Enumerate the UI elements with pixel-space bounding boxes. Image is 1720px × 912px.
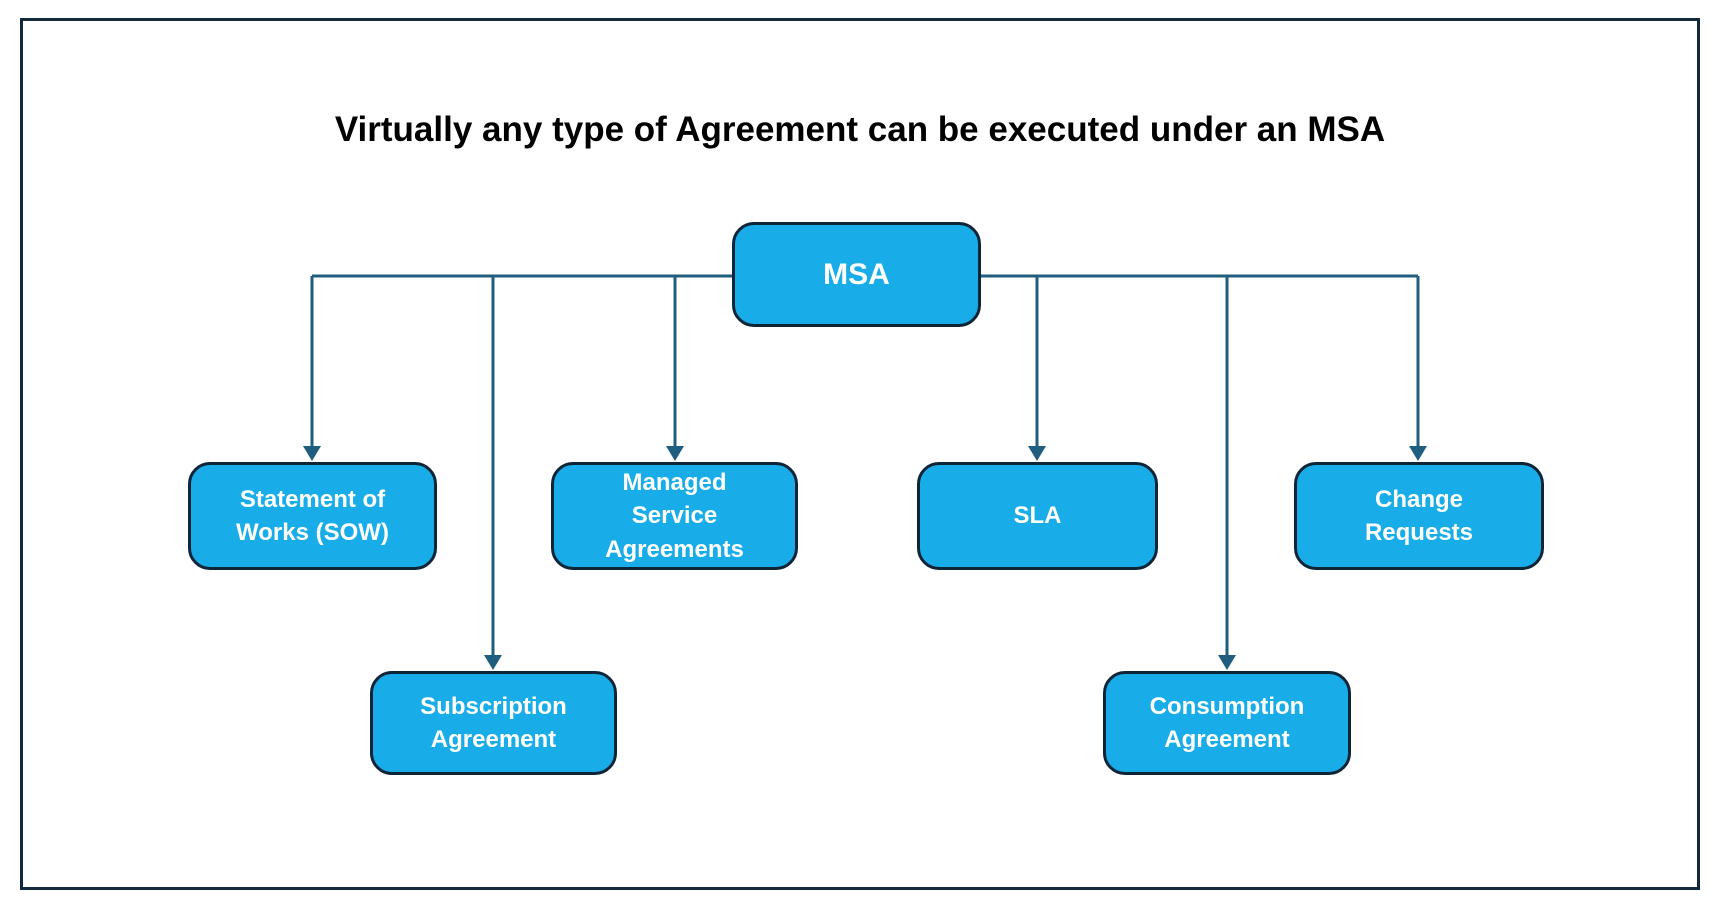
arrowhead-sow xyxy=(303,446,321,461)
node-sla-label: SLA xyxy=(1013,502,1062,530)
node-managed-service-agreements: Managed Service Agreements xyxy=(551,462,798,570)
node-statement-of-works: Statement of Works (SOW) xyxy=(188,462,437,570)
node-sla: SLA xyxy=(917,462,1158,570)
node-statement-of-works-label: Statement of Works (SOW) xyxy=(236,485,389,546)
node-msa-label: MSA xyxy=(823,257,890,291)
node-subscription-agreement-label: Subscription Agreement xyxy=(420,692,567,753)
diagram-title: Virtually any type of Agreement can be e… xyxy=(334,110,1386,149)
arrowhead-consumption xyxy=(1218,655,1236,670)
arrowhead-managed xyxy=(666,446,684,461)
node-managed-service-agreements-label: Managed Service Agreements xyxy=(605,469,744,563)
node-msa: MSA xyxy=(732,222,981,327)
node-change-requests-label: Change Requests xyxy=(1364,485,1474,546)
node-consumption-agreement: Consumption Agreement xyxy=(1103,671,1351,775)
node-consumption-agreement-label: Consumption Agreement xyxy=(1149,692,1305,753)
arrowhead-change xyxy=(1409,446,1427,461)
connector-group xyxy=(303,274,1427,670)
node-change-requests: Change Requests xyxy=(1294,462,1544,570)
node-subscription-agreement: Subscription Agreement xyxy=(370,671,617,775)
arrowhead-sla xyxy=(1028,446,1046,461)
outer-border xyxy=(20,18,1700,890)
arrowhead-subscription xyxy=(484,655,502,670)
